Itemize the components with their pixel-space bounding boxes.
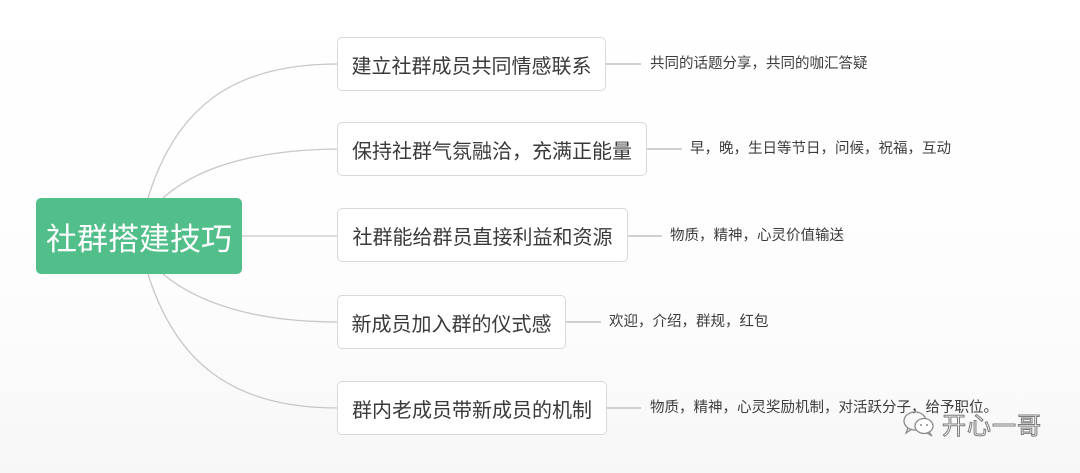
- branch-note-1[interactable]: 共同的话题分享，共同的咖汇答疑: [650, 54, 868, 74]
- branch-note-2[interactable]: 早，晚，生日等节日，问候，祝福，互动: [690, 139, 951, 159]
- wechat-icon: [902, 410, 936, 438]
- branch-node-5[interactable]: 群内老成员带新成员的机制: [337, 381, 607, 435]
- branch-node-label: 保持社群气氛融洽，充满正能量: [352, 138, 632, 163]
- branch-note-3[interactable]: 物质，精神，心灵价值输送: [670, 226, 844, 246]
- branch-node-label: 社群能给群员直接利益和资源: [352, 224, 613, 249]
- branch-node-label: 群内老成员带新成员的机制: [352, 397, 592, 422]
- branch-node-label: 建立社群成员共同情感联系: [351, 53, 592, 78]
- root-node-label: 社群搭建技巧: [46, 221, 232, 258]
- branch-node-2[interactable]: 保持社群气氛融洽，充满正能量: [337, 122, 647, 176]
- branch-node-label: 新成员加入群的仪式感: [351, 311, 552, 336]
- branch-note-text: 共同的话题分享，共同的咖汇答疑: [650, 56, 868, 72]
- branch-node-3[interactable]: 社群能给群员直接利益和资源: [337, 208, 628, 262]
- branch-note-text: 早，晚，生日等节日，问候，祝福，互动: [690, 141, 951, 157]
- branch-note-4[interactable]: 欢迎，介绍，群规，红包: [609, 312, 769, 332]
- branch-note-text: 物质，精神，心灵价值输送: [670, 228, 844, 244]
- watermark-text: 开心一哥: [942, 412, 1042, 441]
- watermark: 开心一哥: [902, 406, 1042, 441]
- root-node[interactable]: 社群搭建技巧: [36, 198, 242, 274]
- branch-node-4[interactable]: 新成员加入群的仪式感: [337, 295, 566, 349]
- branch-node-1[interactable]: 建立社群成员共同情感联系: [337, 37, 606, 91]
- branch-note-text: 欢迎，介绍，群规，红包: [609, 314, 769, 330]
